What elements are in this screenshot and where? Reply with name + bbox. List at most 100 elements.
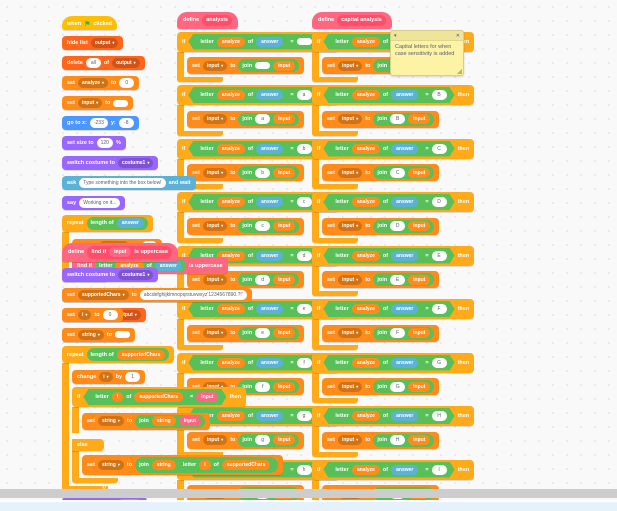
- variable-oval[interactable]: answer: [256, 251, 283, 261]
- variable-oval[interactable]: answer: [256, 358, 283, 368]
- variable-oval[interactable]: answer: [256, 90, 283, 100]
- block-dropdown[interactable]: input▾: [202, 60, 228, 71]
- block-input-field[interactable]: e: [297, 304, 312, 314]
- block-dropdown[interactable]: output▾: [90, 38, 119, 48]
- variable-oval[interactable]: input: [408, 435, 431, 445]
- block-dropdown[interactable]: costume1▾: [117, 269, 154, 280]
- block-input-field[interactable]: g: [297, 411, 312, 421]
- variable-oval[interactable]: input: [408, 328, 431, 338]
- block-input-field[interactable]: H: [390, 435, 406, 445]
- block-input-field[interactable]: F: [390, 328, 406, 338]
- variable-oval[interactable]: answer: [391, 197, 418, 207]
- variable-oval[interactable]: analyze: [217, 304, 245, 314]
- block-input-field[interactable]: 1: [125, 372, 141, 382]
- block-dropdown[interactable]: input▾: [202, 221, 228, 231]
- block-input-field[interactable]: D: [432, 197, 447, 207]
- comment-note[interactable]: ▾ ✕ Capital letters for when case sensit…: [390, 30, 464, 76]
- block-dropdown[interactable]: output▾: [113, 310, 141, 320]
- block-input-field[interactable]: -8: [118, 118, 134, 128]
- block-input-field[interactable]: 120: [96, 138, 113, 148]
- variable-oval[interactable]: analyze: [352, 411, 380, 421]
- variable-oval[interactable]: answer: [391, 304, 418, 314]
- block-input-field[interactable]: I: [432, 465, 447, 475]
- variable-oval[interactable]: input: [109, 247, 132, 257]
- variable-oval[interactable]: answer: [391, 358, 418, 368]
- block-input-field[interactable]: all: [85, 58, 101, 68]
- variable-oval[interactable]: string: [151, 416, 176, 426]
- block-dropdown[interactable]: input▾: [337, 274, 363, 285]
- variable-oval[interactable]: answer: [256, 37, 283, 47]
- variable-oval[interactable]: answer: [256, 411, 283, 421]
- horizontal-scrollbar[interactable]: [0, 489, 617, 498]
- block-input-field[interactable]: Working on it...: [79, 198, 121, 208]
- variable-oval[interactable]: analyze: [217, 90, 245, 100]
- block-input-field[interactable]: B: [432, 90, 447, 100]
- variable-oval[interactable]: i: [112, 392, 123, 402]
- block-dropdown[interactable]: input▾: [337, 328, 363, 338]
- variable-oval[interactable]: answer: [256, 144, 283, 154]
- block-input-field[interactable]: [297, 38, 312, 45]
- block-input-field[interactable]: f: [297, 358, 312, 368]
- variable-oval[interactable]: input: [273, 381, 296, 392]
- block-input-field[interactable]: E: [390, 274, 406, 285]
- variable-oval[interactable]: analyze: [217, 411, 245, 421]
- comment-close-icon[interactable]: ✕: [455, 32, 460, 39]
- variable-oval[interactable]: input: [273, 114, 296, 124]
- block-input-field[interactable]: E: [432, 251, 447, 261]
- variable-oval[interactable]: analyze: [352, 465, 380, 475]
- comment-collapse-icon[interactable]: ▾: [394, 32, 397, 39]
- variable-oval[interactable]: answer: [391, 465, 418, 475]
- block-dropdown[interactable]: input▾: [337, 381, 363, 392]
- block-dropdown[interactable]: analyze▾: [77, 78, 109, 88]
- block-dropdown[interactable]: input▾: [202, 381, 228, 392]
- variable-oval[interactable]: supportedChars: [221, 459, 271, 470]
- block-input-field[interactable]: b: [297, 144, 312, 154]
- block-dropdown[interactable]: input▾: [337, 60, 363, 71]
- block-dropdown[interactable]: input▾: [337, 435, 363, 445]
- variable-oval[interactable]: analyze: [217, 144, 245, 154]
- variable-oval[interactable]: input: [408, 167, 431, 178]
- variable-oval[interactable]: input: [273, 435, 296, 445]
- variable-oval[interactable]: answer: [256, 197, 283, 207]
- block-input-field[interactable]: [115, 331, 131, 338]
- reporter-block[interactable]: analysis: [202, 14, 232, 26]
- block-input-field[interactable]: abcdefghijklmnopqrstuvwxyz'1234567890.?!…: [139, 289, 247, 300]
- block-input-field[interactable]: a: [255, 114, 271, 124]
- block-input-field[interactable]: g: [255, 435, 271, 445]
- block-input-field[interactable]: 0: [119, 78, 135, 88]
- block-dropdown[interactable]: input▾: [202, 328, 228, 338]
